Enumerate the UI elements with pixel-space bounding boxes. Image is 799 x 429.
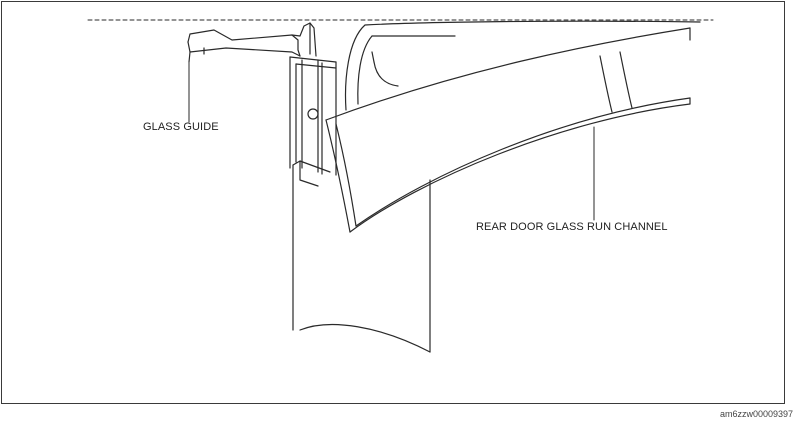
figure-code: am6zzw00009397 [719, 409, 793, 419]
upper-channel [344, 20, 701, 111]
rear-door-glass-run-channel [325, 27, 691, 233]
glass-guide-part [187, 22, 317, 63]
guide-rail-bracket [289, 56, 337, 176]
rear-door-glass-run-channel-label: REAR DOOR GLASS RUN CHANNEL [476, 221, 668, 233]
door-frame-pillar [292, 160, 431, 353]
diagram-frame [1, 1, 785, 404]
glass-guide-label: GLASS GUIDE [143, 121, 219, 133]
